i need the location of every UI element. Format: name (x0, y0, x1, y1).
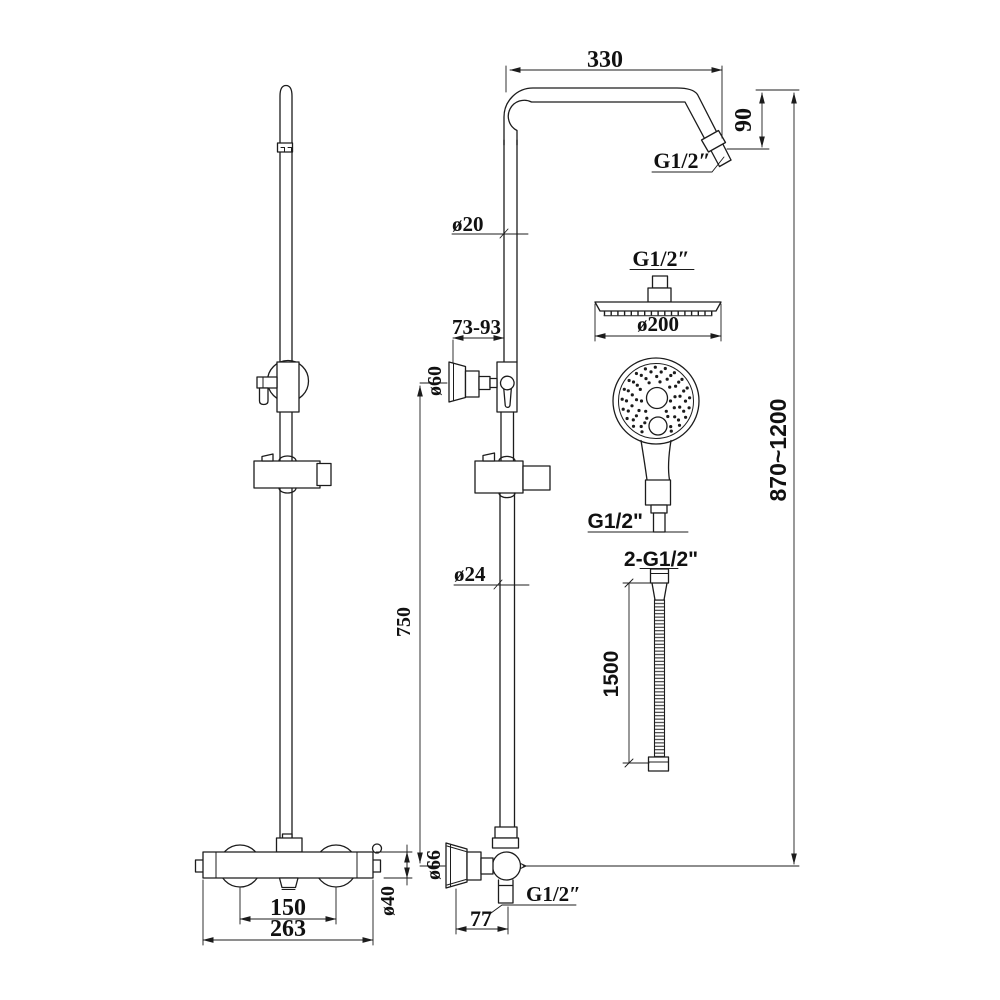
dim-valve-body-diameter: ø40 (377, 886, 399, 916)
hose-top-fitting (649, 568, 670, 584)
side-view-shower-column (445, 87, 732, 904)
valve-knob-side (491, 851, 522, 881)
shower-arm-inner (507, 99, 721, 168)
hand-shower (612, 357, 700, 533)
dim-hose-length: 1500 (600, 651, 623, 698)
side-slider-holder (474, 460, 524, 494)
dim-valve-flange-diameter: ø66 (423, 850, 445, 880)
dim-head-diameter: ø200 (637, 312, 679, 336)
handshower-nozzles (620, 365, 692, 434)
handshower-mode-button (648, 416, 668, 436)
dim-valve-inlet-spacing: 150 (270, 895, 306, 921)
dimension-lines (202, 65, 800, 946)
dim-valve-wall-offset: 77 (470, 906, 492, 931)
dim-riser-upper-diameter: ø20 (452, 212, 484, 236)
front-bracket-lever (256, 376, 278, 389)
dim-arm-length: 330 (587, 47, 623, 73)
dim-valve-outlet-thread: G1/2″ (526, 882, 581, 906)
head-disc (594, 301, 722, 312)
handshower-face-inner (618, 363, 694, 439)
valve-bottom-outlet (497, 879, 514, 904)
dim-valve-overall-width: 263 (270, 916, 306, 942)
dim-slide-height: 750 (393, 607, 415, 637)
dim-handshower-thread: G1/2" (588, 510, 643, 533)
side-bracket-flange (448, 361, 467, 403)
dim-head-thread: G1/2″ (632, 246, 689, 271)
dim-riser-lower-diameter: ø24 (454, 562, 486, 586)
dim-hose-threads: 2-G1/2" (624, 548, 698, 571)
dim-bracket-flange-diameter: ø60 (424, 366, 446, 396)
front-bracket-slide (276, 361, 300, 413)
hose-flexible-section (653, 599, 666, 758)
handshower-inlet (652, 512, 666, 533)
front-view-shower-column (194, 84, 383, 890)
valve-outlet (278, 877, 299, 889)
head-connector-lower (647, 287, 672, 303)
dim-overall-height: 870~1200 (765, 399, 791, 502)
head-nozzle-ticks (603, 311, 713, 316)
valve-body (202, 851, 374, 879)
hose-bottom-fitting (647, 756, 670, 772)
handshower-handle (640, 439, 672, 481)
shower-hose (647, 568, 670, 772)
handshower-center-cap (645, 386, 669, 410)
valve-wall-flange (445, 842, 468, 889)
dim-bracket-wall-distance: 73-93 (452, 315, 501, 339)
dim-arm-drop: 90 (731, 108, 757, 132)
side-riser-lower (499, 492, 516, 828)
arm-connector-nut (700, 129, 727, 153)
front-slider-holder (253, 460, 321, 489)
side-riser-upper (503, 139, 518, 363)
head-connector-upper (651, 275, 669, 289)
dim-arm-thread: G1/2″ (653, 148, 710, 173)
shower-arm-outer (503, 87, 732, 161)
front-riser-nut (275, 837, 303, 853)
rain-shower-head (594, 275, 722, 317)
